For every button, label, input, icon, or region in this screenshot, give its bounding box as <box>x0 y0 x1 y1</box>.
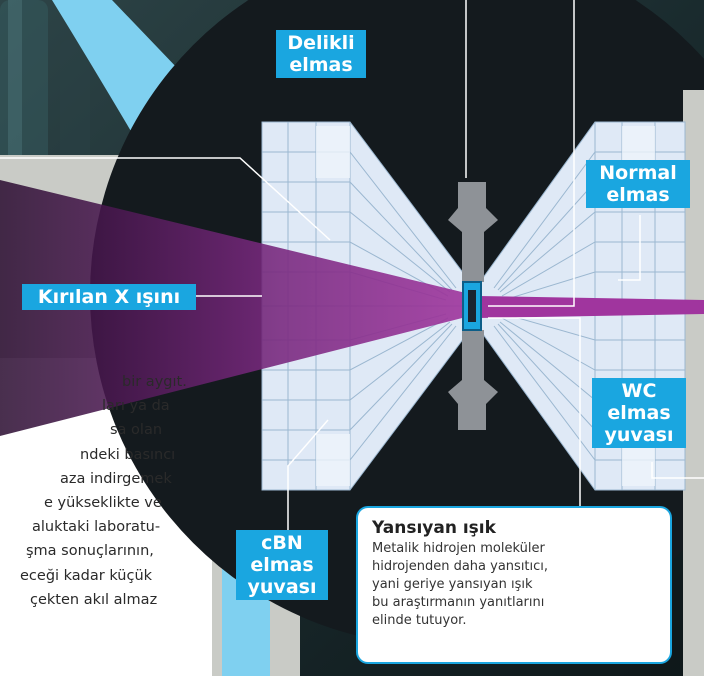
body-text-line: aza indirgemek <box>60 470 172 487</box>
diffracted-xray-beam <box>478 296 704 318</box>
callout-body: Metalik hidrojen moleküler hidrojenden da… <box>372 540 656 630</box>
normal-leader-line <box>618 215 641 281</box>
body-text-line: aluktaki laboratu- <box>32 519 161 536</box>
body-text-line: ları ya da <box>102 398 170 415</box>
callout-line: bu araştırmanın yanıtlarını <box>372 595 545 610</box>
reflected-light-callout: Yansıyan ışık Metalik hidrojen moleküler… <box>356 506 672 664</box>
leader-lines <box>0 0 704 530</box>
reflected-leader-line <box>488 317 581 508</box>
callout-line: hidrojenden daha yansıtıcı, <box>372 559 549 574</box>
holed-diamond-highlight-top <box>316 126 350 178</box>
body-text-line: şma sonuçlarının, <box>26 543 154 560</box>
gasket-top <box>448 182 498 282</box>
callout-line: yani geriye yansıyan ışık <box>372 577 533 592</box>
body-text-line: ndeki basıncı <box>80 446 176 463</box>
gasket-bottom <box>448 330 498 430</box>
right-panel <box>683 90 704 676</box>
label-xray: Kırılan X ışını <box>22 284 196 310</box>
label-cbn-seat: cBN elmas yuvası <box>236 530 328 600</box>
label-normal-diamond: Normal elmas <box>586 160 690 208</box>
incoming-xray-beam <box>0 180 470 436</box>
holed-diamond-highlight-bottom <box>316 434 350 486</box>
body-text-line: bir aygıt. <box>122 374 187 390</box>
body-text: bir aygıt. ları ya da sa olan ndeki basıncı… <box>0 370 200 612</box>
callout-line: Metalik hidrojen moleküler <box>372 541 545 556</box>
wc-leader-line <box>651 462 704 479</box>
body-text-line: eceği kadar küçük <box>20 567 153 584</box>
cbn-leader-line <box>287 419 329 530</box>
label-holed-diamond: Delikli elmas <box>276 30 366 78</box>
xray-leader-line <box>0 157 331 241</box>
body-text-line: e yükseklikte ve <box>44 494 162 511</box>
top-leader-line-2 <box>488 0 575 307</box>
callout-title: Yansıyan ışık <box>372 518 496 538</box>
callout-line: elinde tutuyor. <box>372 613 467 628</box>
sample <box>468 290 476 322</box>
label-wc-seat: WC elmas yuvası <box>592 378 686 448</box>
body-text-line: sa olan <box>110 422 163 439</box>
body-text-line: çekten akıl almaz <box>30 591 158 608</box>
